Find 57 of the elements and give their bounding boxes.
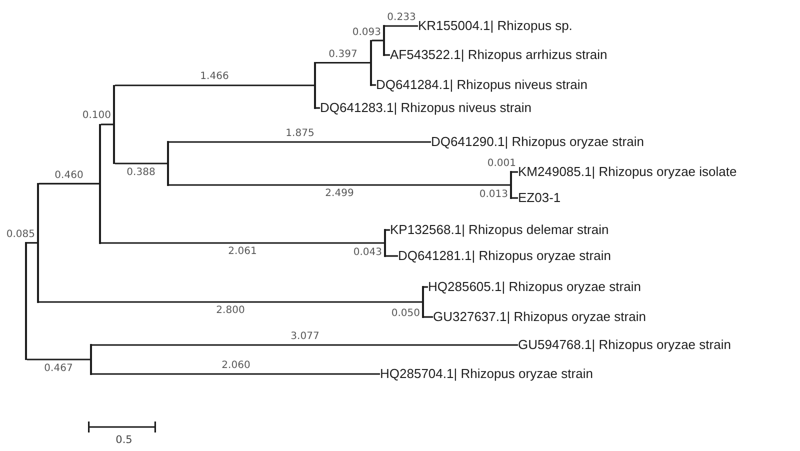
branch-length-label: 0.085 [6,228,35,241]
taxon-label: AF543522.1| Rhizopus arrhizus strain [390,47,608,63]
branch-line [101,124,113,126]
taxon-label: DQ641290.1| Rhizopus oryzae strain [431,134,644,150]
branch-length-label: 2.061 [228,246,257,258]
branch-length-label: 1.466 [200,71,229,84]
branch-length-label: 0.100 [82,110,111,122]
branch-line [424,286,428,288]
branch-line [169,141,431,143]
branch-line [424,316,433,318]
branch-line [169,184,510,186]
branch-line [386,255,398,257]
branch-length-label: 0.001 [487,158,516,170]
branch-line [39,182,99,185]
branch-line [316,62,370,64]
taxon-label: KR155004.1| Rhizopus sp. [418,18,572,34]
taxon-label: HQ285704.1| Rhizopus oryzae strain [380,366,593,382]
branch-line [316,107,320,109]
branch-line [27,242,37,244]
taxon-label: HQ285605.1| Rhizopus oryzae strain [428,279,641,295]
taxon-label: DQ641281.1| Rhizopus oryzae strain [398,248,611,264]
taxon-label: GU327637.1| Rhizopus oryzae strain [433,309,646,325]
branch-length-label: 0.388 [126,166,156,178]
branch-length-label: 0.397 [328,48,358,61]
taxon-label: DQ641284.1| Rhizopus niveus strain [376,77,588,93]
branch-line [372,84,376,86]
branch-length-label: 2.800 [216,305,245,317]
branch-line [39,301,422,303]
branch-length-label: 0.043 [353,247,382,259]
taxon-label: DQ641283.1| Rhizopus niveus strain [320,100,532,116]
branch-length-label: 0.013 [479,189,508,201]
branch-line [92,344,518,346]
taxon-label: EZ03-1 [518,190,561,206]
taxon-label: KM249085.1| Rhizopus oryzae isolate [518,164,737,180]
branch-length-label: 0.050 [391,308,420,320]
branch-length-label: 0.233 [387,12,416,24]
branch-line [372,40,383,42]
branch-line [385,54,390,56]
branch-line [385,25,418,27]
scale-bar-label: 0.5 [116,434,132,446]
taxon-label: GU594768.1| Rhizopus oryzae strain [518,337,731,353]
branch-length-label: 1.875 [286,128,314,140]
branch-length-label: 2.499 [325,188,354,200]
branch-line [512,197,518,199]
branch-line [27,358,90,360]
branch-line [512,171,518,173]
branch-line [386,229,390,231]
branch-line [115,162,167,164]
branch-length-label: 3.077 [290,331,320,343]
branch-length-label: 2.060 [222,360,250,372]
branch-length-label: 0.467 [44,362,73,374]
branch-line [92,373,380,375]
branch-length-label: 0.093 [352,26,381,38]
branch-line [115,84,314,86]
taxon-label: KP132568.1| Rhizopus delemar strain [390,222,609,238]
branch-length-label: 0.460 [54,170,84,182]
branch-line [101,242,384,244]
